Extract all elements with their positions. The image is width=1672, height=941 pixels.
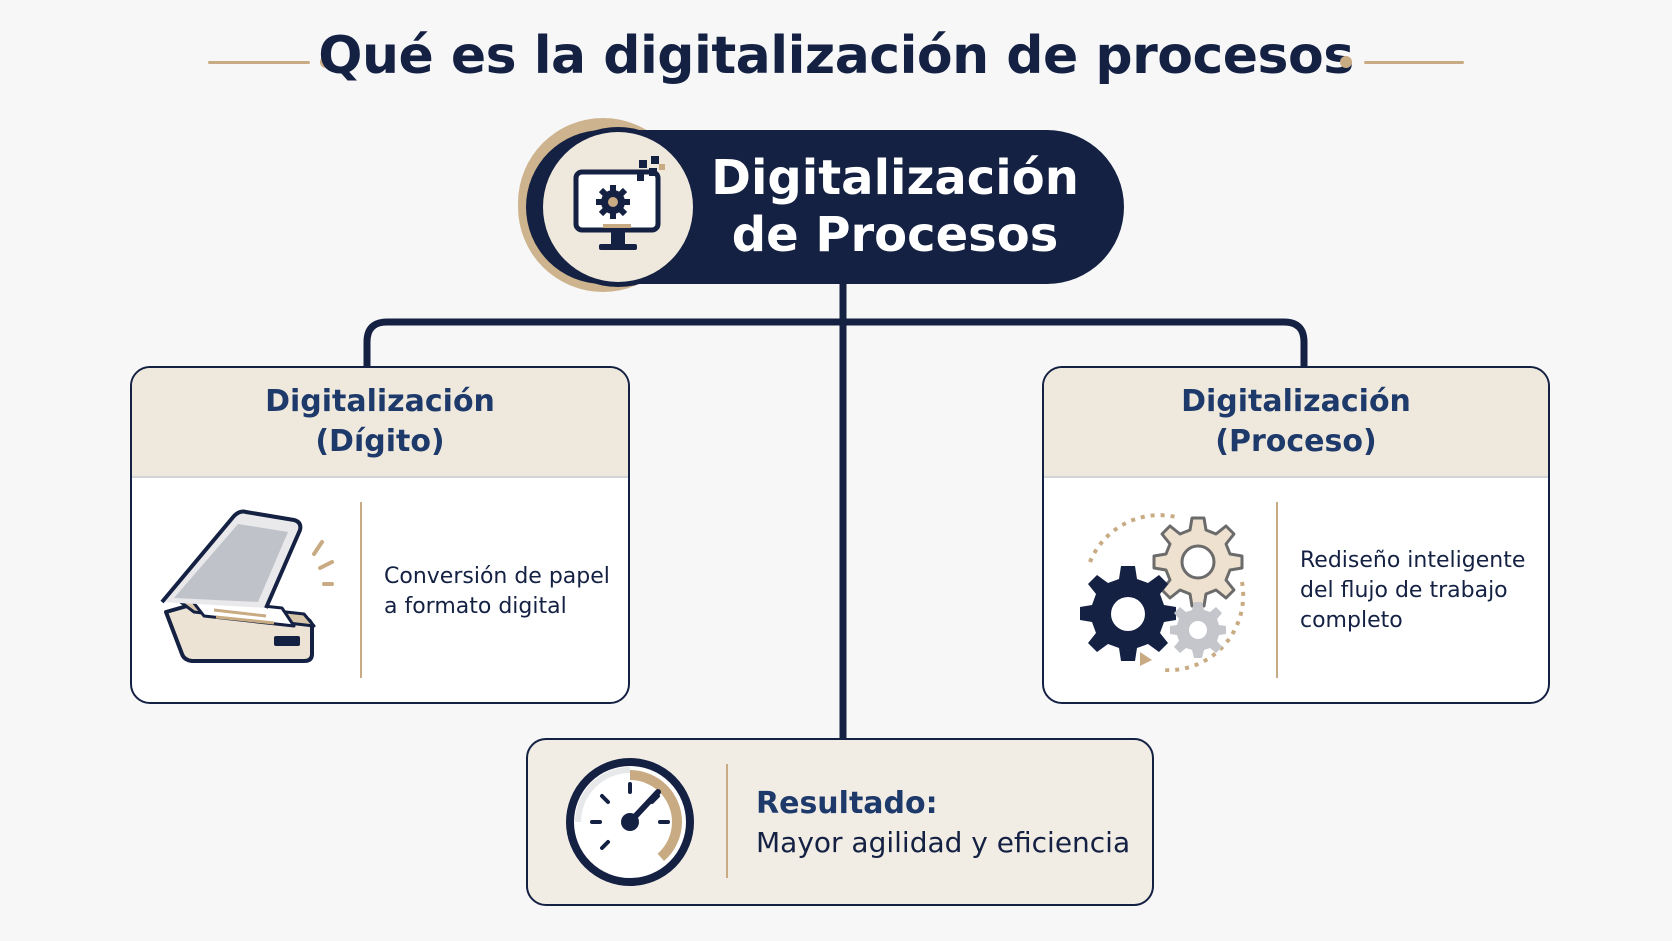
card-header: Digitalización (Proceso)	[1044, 368, 1548, 478]
central-node-label: Digitalización de Procesos	[700, 150, 1090, 264]
card-description-line1: Conversión de papel	[384, 564, 610, 589]
card-title-line1: Digitalización	[265, 384, 495, 419]
result-text: Mayor agilidad y eficiencia	[756, 826, 1131, 859]
card-digitalizacion-proceso: Digitalización (Proceso) Rediseño inteli…	[1042, 366, 1550, 704]
card-title-line1: Digitalización	[1181, 384, 1411, 419]
result-box: Resultado: Mayor agilidad y eficiencia	[526, 738, 1154, 906]
title-decoration-right-line	[1364, 61, 1464, 64]
result-divider	[726, 764, 728, 878]
result-label: Resultado:	[756, 786, 938, 821]
card-description: Conversión de papel a formato digital	[384, 562, 610, 622]
central-node-label-line2: de Procesos	[731, 207, 1059, 263]
card-header: Digitalización (Dígito)	[132, 368, 628, 478]
central-node-label-line1: Digitalización	[711, 150, 1079, 206]
card-divider	[1276, 502, 1278, 678]
card-description-line1: Rediseño inteligente	[1300, 548, 1526, 573]
card-description-line2: a formato digital	[384, 594, 567, 619]
title-decoration-left-dot	[320, 56, 332, 68]
card-description: Rediseño inteligente del flujo de trabaj…	[1300, 546, 1525, 636]
card-description-line3: completo	[1300, 608, 1403, 633]
gears-cycle-icon	[1080, 513, 1246, 672]
scanner-icon	[160, 509, 334, 663]
title-decoration-left-line	[208, 61, 310, 64]
card-title-line2: (Dígito)	[315, 424, 445, 459]
computer-gear-icon	[573, 156, 665, 250]
speedometer-icon	[566, 758, 694, 886]
card-title-line2: (Proceso)	[1215, 424, 1377, 459]
page-title: Qué es la digitalización de procesos	[318, 26, 1354, 86]
card-description-line2: del flujo de trabajo	[1300, 578, 1508, 603]
card-digitalizacion-digito: Digitalización (Dígito) Conversión de pa…	[130, 366, 630, 704]
central-node-icon-disc	[543, 132, 693, 282]
card-divider	[360, 502, 362, 678]
title-decoration-right-dot	[1340, 56, 1352, 68]
